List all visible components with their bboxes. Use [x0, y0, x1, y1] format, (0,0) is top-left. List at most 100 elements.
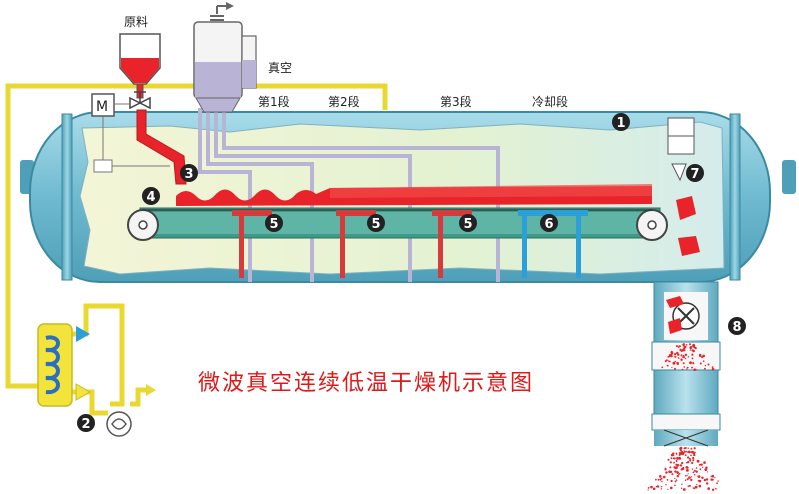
- powder-particle: [688, 476, 691, 479]
- powder-particle: [702, 466, 704, 468]
- label-cooling: 冷却段: [532, 94, 568, 109]
- microwave-heaters: [232, 210, 472, 278]
- powder-particle: [693, 469, 696, 472]
- powder-particle: [656, 485, 660, 488]
- heat-exchanger: [37, 323, 92, 407]
- powder-particle: [664, 467, 667, 469]
- powder-particle: [675, 479, 678, 481]
- powder-particle: [686, 368, 688, 370]
- callout-2: 2: [77, 414, 95, 432]
- powder-particle: [711, 366, 714, 368]
- powder-particle: [691, 468, 694, 470]
- powder-particle: [711, 488, 715, 491]
- powder-particle: [689, 346, 693, 349]
- powder-particle: [669, 461, 672, 464]
- powder-particle: [678, 457, 682, 460]
- label-vacuum: 真空: [268, 61, 292, 75]
- powder-particle: [683, 450, 685, 452]
- powder-particle: [680, 354, 683, 357]
- powder-particle: [679, 464, 683, 467]
- powder-particle: [683, 447, 686, 450]
- outlet-arrow-icon: [146, 384, 156, 396]
- powder-particle: [675, 463, 678, 466]
- powder-particle: [672, 452, 675, 455]
- powder-particle: [669, 466, 672, 469]
- powder-particle: [684, 454, 687, 457]
- powder-particle: [704, 468, 708, 471]
- powder-particle: [674, 471, 676, 473]
- svg-text:5: 5: [269, 217, 278, 232]
- callout-5b: 5: [367, 214, 385, 232]
- powder-particle: [668, 470, 671, 474]
- powder-particle: [699, 468, 702, 471]
- powder-particle: [716, 482, 718, 485]
- powder-particle: [661, 486, 663, 488]
- callout-5a: 5: [265, 214, 283, 232]
- powder-particle: [698, 464, 701, 466]
- powder-particle: [679, 345, 682, 347]
- powder-particle: [717, 480, 719, 482]
- powder-particle: [677, 345, 679, 347]
- powder-particle: [683, 366, 686, 368]
- powder-particle: [660, 477, 663, 480]
- powder-particle: [711, 474, 715, 478]
- powder-particle: [689, 343, 691, 346]
- powder-particle: [690, 454, 692, 457]
- powder-particle: [655, 478, 657, 481]
- callouts: 1 2 3 4 5 5 5 6 7 8: [77, 113, 746, 432]
- diagram-title: 微波真空连续低温干燥机示意图: [198, 371, 534, 396]
- label-stage-1: 第1段: [258, 94, 290, 109]
- powder-particle: [689, 349, 692, 351]
- powder-particle: [689, 459, 692, 462]
- powder-particle: [691, 366, 693, 369]
- svg-text:2: 2: [81, 417, 90, 432]
- callout-5c: 5: [459, 214, 477, 232]
- powder-particle: [676, 351, 679, 355]
- pump: [106, 384, 156, 437]
- powder-particle: [679, 452, 682, 455]
- powder-particle: [678, 347, 680, 349]
- powder-particle: [710, 478, 713, 481]
- powder-particle: [707, 487, 710, 490]
- powder-particle: [674, 480, 677, 483]
- powder-particle: [698, 484, 702, 488]
- powder-particle: [707, 363, 710, 366]
- right-flange: [782, 160, 796, 194]
- svg-text:5: 5: [371, 217, 380, 232]
- powder-particle: [680, 358, 683, 361]
- powder-particle: [659, 475, 662, 478]
- powder-particle: [661, 366, 664, 369]
- powder-particle: [684, 357, 687, 360]
- powder-particle: [707, 471, 709, 473]
- feed-chute: [136, 109, 187, 185]
- powder-particle: [665, 484, 667, 486]
- powder-particle: [650, 485, 653, 489]
- powder-particle: [715, 487, 717, 490]
- powder-particle: [681, 451, 684, 453]
- powder-particle: [682, 466, 685, 469]
- powder-particle: [692, 459, 695, 462]
- powder-particle: [704, 364, 707, 367]
- powder-particle: [675, 460, 678, 462]
- callout-6: 6: [540, 214, 558, 232]
- powder-particle: [694, 347, 697, 350]
- powder-particle: [674, 484, 676, 487]
- powder-particle: [672, 361, 676, 365]
- powder-particle: [681, 461, 684, 465]
- powder-particle: [674, 477, 676, 479]
- label-raw-material: 原料: [124, 15, 148, 29]
- cooling-plates: [518, 210, 588, 278]
- powder-particle: [665, 471, 668, 474]
- powder-spray-lower: [647, 446, 719, 491]
- powder-particle: [675, 467, 677, 470]
- raw-material-hopper: [119, 33, 187, 185]
- powder-particle: [682, 349, 684, 351]
- powder-particle: [677, 457, 679, 459]
- powder-particle: [674, 367, 676, 370]
- powder-particle: [661, 480, 663, 483]
- powder-particle: [682, 344, 685, 347]
- powder-particle: [668, 354, 672, 357]
- powder-particle: [673, 461, 675, 464]
- powder-particle: [655, 485, 658, 488]
